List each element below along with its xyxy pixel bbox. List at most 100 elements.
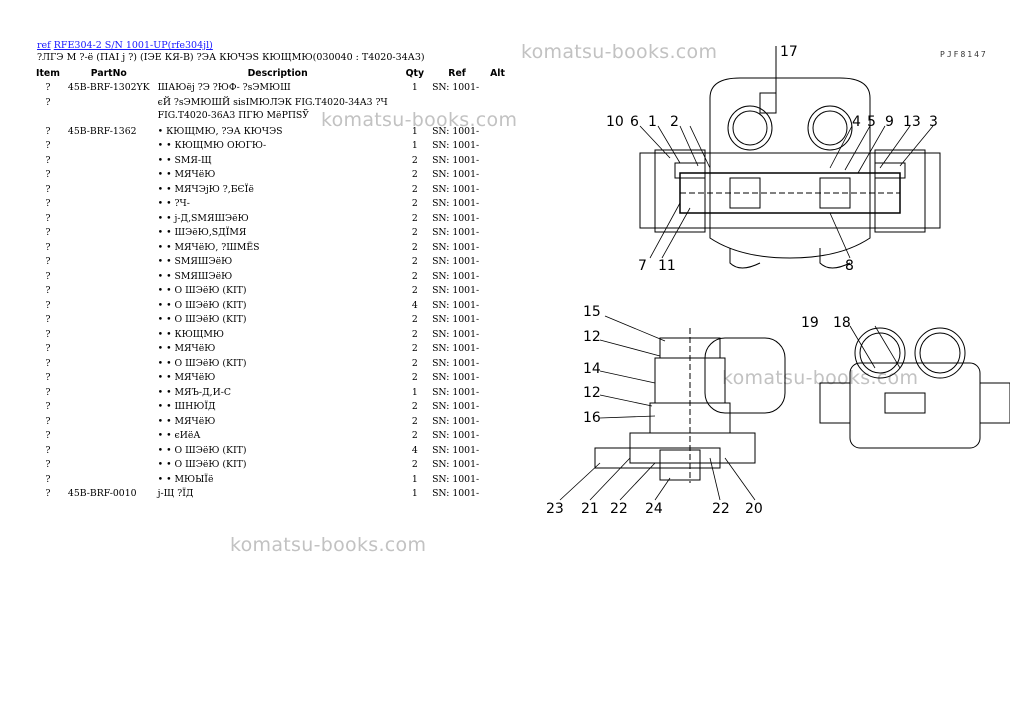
row-description: • • МЯЧёЮ [157,415,216,427]
row-item: ? [45,270,51,282]
row-item: ? [45,256,51,267]
row-qty: 2 [411,415,418,427]
row-description: • • ЅМЯШЭёЮ [157,270,233,282]
row-alt [486,183,509,198]
callout-12: 12 [583,329,601,345]
row-alt [486,487,509,502]
row-item: ? [45,343,51,354]
row-qty: 2 [411,328,418,340]
row-qty: 2 [411,256,418,267]
row-partno [64,270,154,285]
row-partno [64,154,154,169]
row-ref: SN: 1001- [432,270,480,282]
ref-link[interactable]: RFE304-2 S/N 1001-UP(rfe304jl) [53,40,213,51]
row-ref: SN: 1001- [432,401,480,412]
row-ref: SN: 1001- [432,328,480,340]
row-description: • • ШЭёЮ,ЅДЇМЯ [157,227,247,238]
row-ref: SN: 1001- [432,212,480,224]
row-ref: SN: 1001- [432,459,480,470]
row-alt [486,342,509,357]
row-ref: SN: 1001- [432,473,480,485]
callout-24: 24 [645,501,663,517]
row-qty: 2 [411,212,418,224]
row-description: • • МЯЧЭјЮ ?,БЄЇё [157,183,254,195]
row-partno [64,429,154,444]
row-item: ? [45,357,51,369]
row-item: ? [45,415,51,427]
row-partno [64,197,154,212]
row-item: ? [45,459,51,470]
row-description: • КЮЩМЮ, ?ЭА КЮЧЭЅ [157,125,283,137]
callout-10: 10 [606,114,624,130]
row-ref: SN: 1001- [432,285,480,296]
row-partno [64,473,154,488]
row-alt [486,284,509,299]
row-description: • • ШНЮЇД [157,401,216,412]
callout-13: 13 [903,114,921,130]
row-alt [486,154,509,169]
row-partno [64,183,154,198]
valve-top-view [639,46,941,269]
row-description: • • МЯЧёЮ [157,343,216,354]
row-item: ? [45,285,51,296]
row-partno: 45B-BRF-0010 [67,488,137,499]
row-description: • • ?Ч- [157,198,190,209]
row-ref: SN: 1001- [432,241,480,253]
document-header: ref RFE304-2 S/N 1001-UP(rfe304jl) [37,39,213,52]
callout-19: 19 [801,315,819,331]
row-qty: 2 [411,198,418,209]
row-alt [486,168,509,183]
callout-8: 8 [845,258,854,274]
row-alt [486,313,509,328]
row-ref: SN: 1001- [432,154,480,166]
table-header-row: Item PartNo Description Qty Ref Alt [32,66,509,81]
row-description: • • ЅМЯ-Щ [157,154,212,166]
row-item: ? [45,169,51,180]
row-description: • • КЮЩМЮ ОЮГЮ- [157,140,267,151]
row-description: ШАЮёј ?Э ?ЮФ- ?ѕЭМЮШ [157,82,291,93]
callout-9: 9 [885,114,894,130]
row-item: ? [45,183,51,195]
row-item: ? [45,198,51,209]
ref-link-prefix[interactable]: ref [37,40,51,51]
row-alt [486,357,509,372]
row-description: • • О ШЭёЮ (KIT) [157,444,247,456]
row-item: ? [45,241,51,253]
callout-12: 12 [583,385,601,401]
callout-labels: 17 10 6 1 2 4 5 9 13 3 7 11 8 15 12 14 1… [546,44,938,517]
row-partno [64,400,154,415]
assembly-title: ?ЛГЭ М ?-ё (ПАІ ј ?) (ІЭЕ КЯ-В) ?ЭА КЮЧЭ… [37,52,425,63]
row-alt [486,473,509,488]
row-ref: SN: 1001- [432,343,480,354]
row-item: ? [45,430,51,441]
row-ref: SN: 1001- [432,183,480,195]
row-qty: 2 [411,357,418,369]
row-item: ? [45,488,51,499]
row-description: • • О ШЭёЮ (KIT) [157,285,247,296]
row-partno [64,299,154,314]
row-qty: 1 [411,125,418,137]
row-qty: 1 [411,140,418,151]
row-partno [64,241,154,256]
row-partno [64,415,154,430]
row-item: ? [45,125,51,137]
row-ref: SN: 1001- [432,430,480,441]
row-qty: 2 [411,169,418,180]
row-item: ? [45,140,51,151]
row-description: • • МЯЪ-Д,И-С [157,386,231,398]
row-alt [486,241,509,256]
callout-7: 7 [638,258,647,274]
row-partno [64,212,154,227]
row-alt [486,197,509,212]
